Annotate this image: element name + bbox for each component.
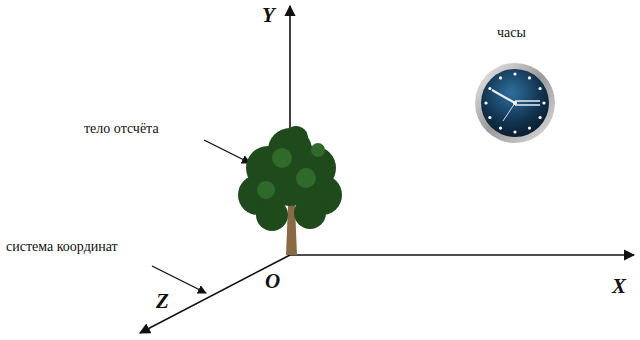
leader-arrows (152, 140, 250, 293)
callout-label: система координат (6, 239, 118, 254)
axis-label: O (265, 270, 280, 293)
coordinate-axes (140, 6, 634, 333)
axis-label: Y (262, 4, 275, 27)
callout-label: тело отсчёта (84, 121, 159, 136)
axis-label: Z (156, 290, 169, 313)
tree-reference-body (238, 126, 342, 255)
clock-icon (475, 63, 555, 143)
caption-label: часы (497, 25, 526, 40)
axis-label: X (612, 275, 626, 298)
